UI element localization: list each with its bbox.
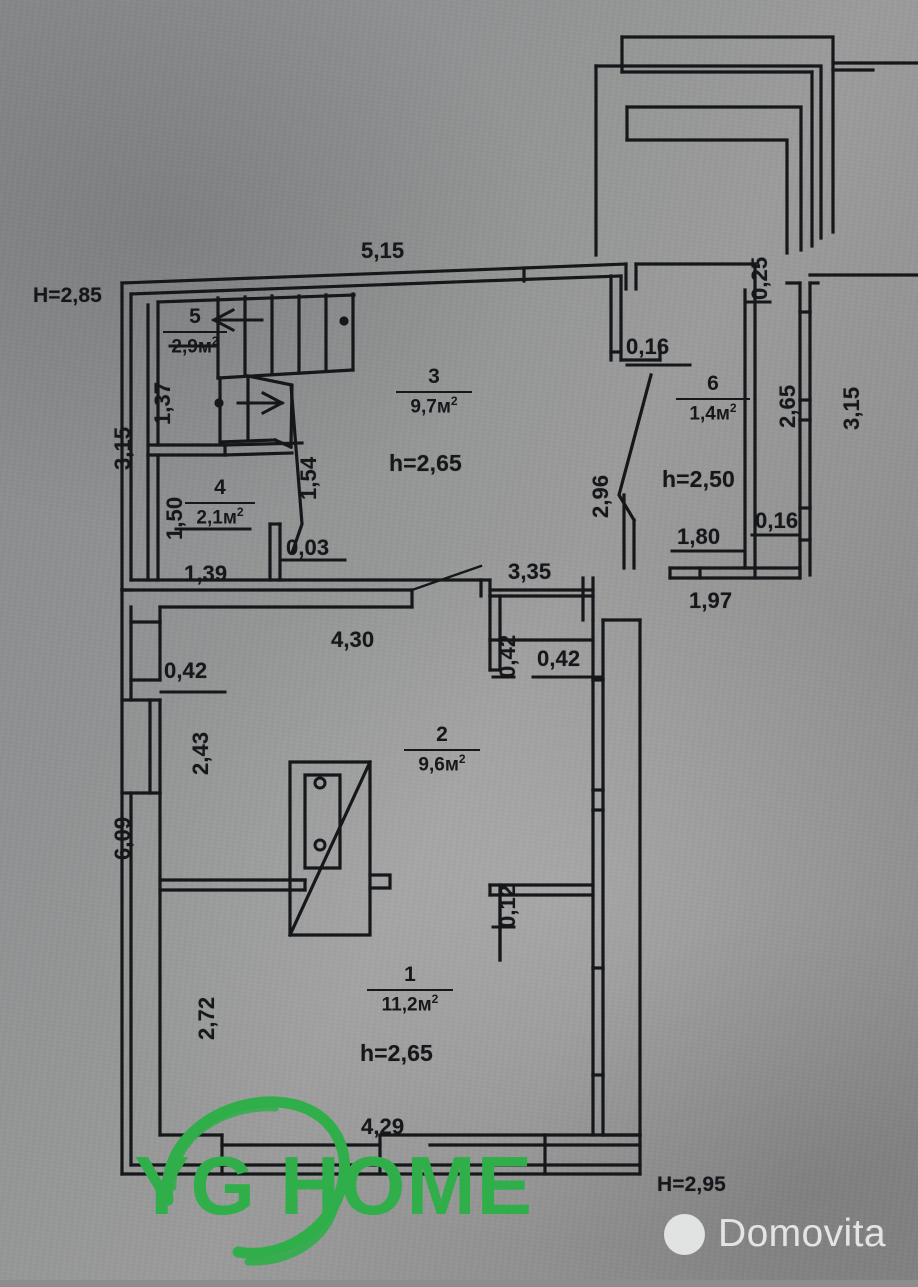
- staircase: [156, 292, 356, 556]
- dim-3-15-right: 3,15: [839, 386, 864, 430]
- dim-1-54: 1,54: [296, 456, 321, 500]
- height-label-top-left: H=2,85: [33, 284, 102, 307]
- room-6-door-swing: [617, 373, 653, 570]
- dim-5-15: 5,15: [361, 238, 405, 263]
- domovita-circle-icon: [664, 1213, 705, 1255]
- dim-0-25: 0,25: [747, 256, 772, 300]
- dimension-ticks: [159, 300, 802, 929]
- height-label-bottom-right: H=2,95: [657, 1173, 726, 1196]
- room-5-area: 2,9м2: [171, 334, 219, 358]
- room-label-5: 5 2,9м2: [155, 305, 235, 358]
- dim-6-09: 6,09: [110, 816, 135, 860]
- room-3-height: h=2,65: [389, 450, 462, 476]
- furniture-knob-bottom: [313, 838, 327, 852]
- room-label-6: 6 1,4м2: [668, 372, 758, 425]
- dim-1-80: 1,80: [677, 524, 721, 549]
- room-2-area: 9,6м2: [418, 752, 466, 776]
- dim-0-42-left: 0,42: [164, 658, 208, 683]
- furniture-knob-top: [313, 776, 327, 790]
- dim-0-42-right: 0,42: [537, 646, 581, 671]
- dim-0-42-mid: 0,42: [495, 634, 520, 678]
- dim-0-03: 0,03: [286, 535, 330, 560]
- room-5-number: 5: [189, 305, 201, 328]
- room-4-divider: [185, 501, 255, 505]
- room-2-divider: [404, 748, 480, 752]
- stair-pivot-dot-upper: [339, 316, 349, 326]
- dim-1-39: 1,39: [184, 561, 228, 586]
- room-label-1: 1 11,2м2: [358, 963, 462, 1016]
- room-6-number: 6: [707, 372, 719, 395]
- stair-pivot-dot-lower: [214, 398, 224, 408]
- dim-3-35: 3,35: [508, 559, 552, 584]
- room-5-divider: [163, 330, 227, 334]
- dim-2-43: 2,43: [188, 731, 213, 775]
- room-6-divider: [676, 397, 750, 401]
- dim-2-72: 2,72: [194, 996, 219, 1040]
- room-label-2: 2 9,6м2: [396, 723, 488, 776]
- room-3-number: 3: [428, 365, 440, 388]
- lower-block-walls: [120, 588, 642, 1176]
- dim-0-16-top: 0,16: [626, 334, 670, 359]
- room-4-5-walls: [146, 300, 304, 582]
- room-4-area: 2,1м2: [196, 505, 244, 529]
- dim-1-37: 1,37: [150, 381, 175, 425]
- room-1-area: 11,2м2: [381, 992, 439, 1016]
- room-1-number: 1: [404, 963, 416, 986]
- room-1-height: h=2,65: [360, 1040, 433, 1066]
- room-6-height: h=2,50: [662, 466, 735, 492]
- terrace-outline: [594, 35, 918, 257]
- dim-2-96: 2,96: [588, 474, 613, 518]
- room-4-number: 4: [214, 476, 226, 499]
- upper-block-walls: [120, 262, 918, 592]
- room-label-3: 3 9,7м2: [388, 365, 480, 418]
- room-2-number: 2: [436, 723, 448, 746]
- dim-0-12: 0,12: [495, 884, 520, 928]
- room-6-area: 1,4м2: [689, 401, 737, 425]
- plan-walls: [120, 35, 918, 1176]
- interior-stair-furniture: [287, 759, 392, 938]
- dim-1-97: 1,97: [689, 588, 733, 613]
- room-1-divider: [367, 988, 453, 992]
- room-3-divider: [396, 390, 472, 394]
- domovita-text: Domovita: [718, 1212, 886, 1255]
- dim-2-65: 2,65: [775, 384, 800, 428]
- dim-4-29: 4,29: [361, 1114, 405, 1139]
- dim-3-15-left: 3,15: [110, 426, 135, 470]
- room-label-4: 4 2,1м2: [178, 476, 262, 529]
- watermark-domovita: Domovita: [664, 1212, 886, 1256]
- room-3-area: 9,7м2: [410, 394, 458, 418]
- middle-horizontal-wall: [120, 564, 595, 624]
- dim-4-30: 4,30: [331, 627, 375, 652]
- dim-0-16-bottom: 0,16: [755, 508, 799, 533]
